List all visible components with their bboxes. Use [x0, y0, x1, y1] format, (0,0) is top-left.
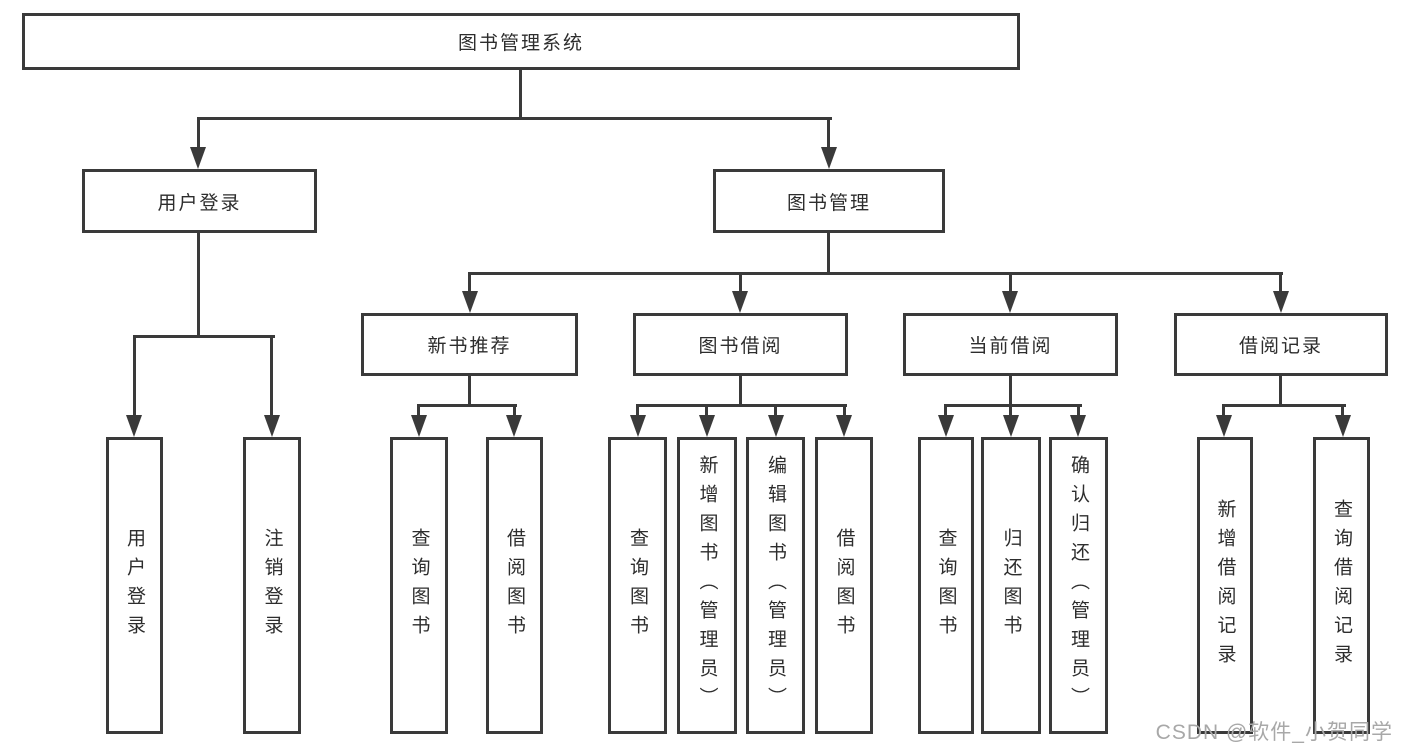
leaf-label: 查询借阅记录	[1331, 498, 1352, 673]
connector-newbook-stub	[468, 376, 471, 407]
arrow-down-icon	[1273, 291, 1289, 313]
connector-borrow-child4	[843, 407, 846, 417]
connector-borrow-child3	[774, 407, 777, 417]
connector-l3-stub3	[1009, 275, 1012, 293]
connector-l3-branch	[468, 272, 1283, 275]
leaf-label: 归还图书	[1000, 527, 1022, 644]
connector-record-branch	[1222, 404, 1346, 407]
node-new-book-recommend: 新书推荐	[361, 313, 578, 376]
connector-record-child1	[1222, 407, 1225, 417]
connector-userlogin-branch	[133, 335, 275, 338]
connector-newbook-branch	[417, 404, 517, 407]
node-root-label: 图书管理系统	[457, 33, 584, 54]
node-root: 图书管理系统	[22, 13, 1020, 70]
connector-l2-branch	[197, 117, 832, 120]
connector-newbook-child2	[513, 407, 516, 417]
connector-current-child2	[1009, 407, 1012, 417]
connector-newbook-child1	[417, 407, 420, 417]
connector-current-child3	[1077, 407, 1080, 417]
connector-current-branch	[944, 404, 1082, 407]
arrow-down-icon	[821, 147, 837, 169]
leaf-query-books-recommend: 查询图书	[390, 437, 448, 734]
node-borrow-record: 借阅记录	[1174, 313, 1388, 376]
arrow-down-icon	[190, 147, 206, 169]
node-label: 图书借阅	[698, 336, 783, 357]
connector-borrow-child2	[705, 407, 708, 417]
leaf-query-books: 查询图书	[608, 437, 667, 734]
arrow-down-icon	[126, 415, 142, 437]
connector-current-child1	[944, 407, 947, 417]
connector-record-stub	[1279, 376, 1282, 407]
arrow-down-icon	[630, 415, 646, 437]
leaf-add-books-admin: 新增图书（管理员）	[677, 437, 737, 734]
connector-l3-stub1	[468, 275, 471, 293]
connector-borrow-branch	[636, 404, 847, 407]
leaf-logout: 注销登录	[243, 437, 301, 734]
leaf-label: 编辑图书（管理员）	[765, 455, 786, 716]
connector-userlogin-child2	[270, 338, 273, 416]
connector-record-child2	[1341, 407, 1344, 417]
leaf-label: 查询图书	[627, 527, 648, 644]
leaf-label: 用户登录	[124, 527, 145, 644]
arrow-down-icon	[1002, 291, 1018, 313]
arrow-down-icon	[1216, 415, 1232, 437]
leaf-label: 查询图书	[935, 527, 957, 644]
connector-l3-stub2	[739, 275, 742, 293]
watermark: CSDN @软件_小贺同学	[1155, 721, 1393, 744]
node-current-borrow: 当前借阅	[903, 313, 1118, 376]
leaf-label: 借阅图书	[833, 527, 855, 644]
leaf-label: 注销登录	[261, 527, 283, 644]
leaf-edit-books-admin: 编辑图书（管理员）	[746, 437, 805, 734]
arrow-down-icon	[411, 415, 427, 437]
connector-userlogin-stub	[197, 233, 200, 338]
arrow-down-icon	[1003, 415, 1019, 437]
connector-l2-stub-right	[827, 120, 830, 148]
leaf-label: 确认归还（管理员）	[1068, 455, 1089, 716]
node-label: 用户登录	[157, 192, 242, 214]
leaf-add-borrow-record: 新增借阅记录	[1197, 437, 1253, 734]
leaf-borrow-books-recommend: 借阅图书	[486, 437, 543, 734]
leaf-confirm-return-admin: 确认归还（管理员）	[1049, 437, 1108, 734]
arrow-down-icon	[699, 415, 715, 437]
connector-l2-stub-left	[197, 120, 200, 148]
leaf-label: 借阅图书	[504, 527, 525, 644]
node-book-borrow: 图书借阅	[633, 313, 848, 376]
arrow-down-icon	[768, 415, 784, 437]
connector-root-stub	[519, 69, 522, 120]
arrow-down-icon	[462, 291, 478, 313]
connector-bookmgmt-stub	[827, 233, 830, 275]
arrow-down-icon	[938, 415, 954, 437]
arrow-down-icon	[264, 415, 280, 437]
node-label: 图书管理	[786, 192, 871, 214]
arrow-down-icon	[732, 291, 748, 313]
arrow-down-icon	[506, 415, 522, 437]
node-book-management: 图书管理	[713, 169, 945, 233]
node-label: 新书推荐	[427, 336, 512, 357]
leaf-query-borrow-record: 查询借阅记录	[1313, 437, 1370, 734]
connector-userlogin-child1	[133, 338, 136, 416]
connector-borrow-stub	[739, 376, 742, 407]
arrow-down-icon	[1070, 415, 1086, 437]
leaf-label: 查询图书	[408, 527, 430, 644]
leaf-return-books: 归还图书	[981, 437, 1041, 734]
node-label: 当前借阅	[968, 336, 1053, 357]
leaf-borrow-books: 借阅图书	[815, 437, 873, 734]
connector-current-stub	[1009, 376, 1012, 407]
arrow-down-icon	[836, 415, 852, 437]
leaf-user-login: 用户登录	[106, 437, 163, 734]
leaf-label: 新增图书（管理员）	[696, 455, 718, 716]
connector-borrow-child1	[636, 407, 639, 417]
arrow-down-icon	[1335, 415, 1351, 437]
node-user-login: 用户登录	[82, 169, 317, 233]
connector-l3-stub4	[1279, 275, 1282, 293]
leaf-label: 新增借阅记录	[1214, 498, 1236, 673]
leaf-query-books-current: 查询图书	[918, 437, 974, 734]
node-label: 借阅记录	[1238, 336, 1323, 357]
